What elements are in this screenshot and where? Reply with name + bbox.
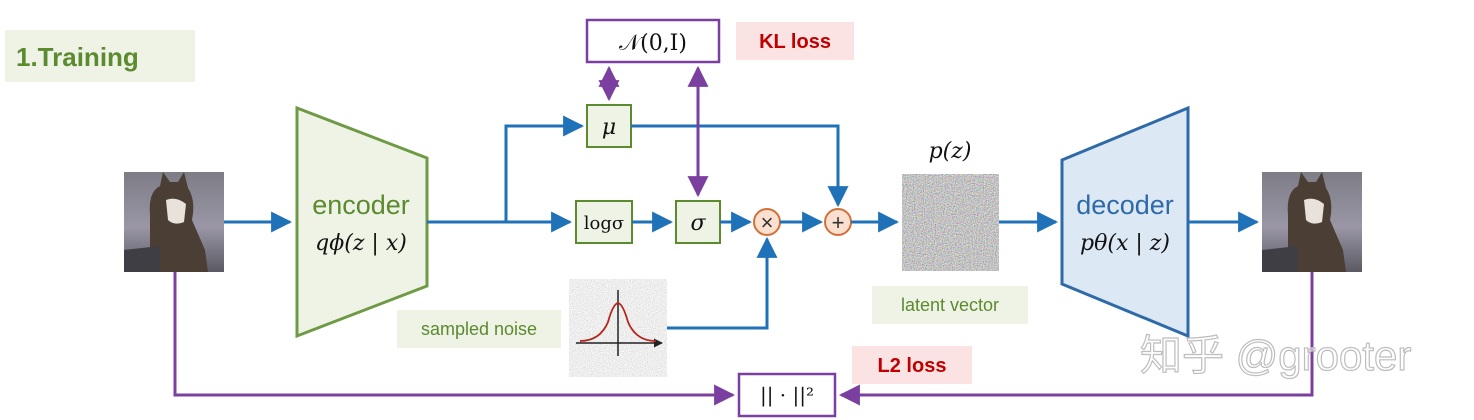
sampled-noise-image — [569, 279, 667, 377]
prior-label: 𝒩(0,I) — [619, 31, 687, 56]
sigma-box — [675, 200, 721, 244]
encoder-label: encoder — [312, 190, 410, 220]
l2-loss-label: L2 loss — [878, 355, 947, 377]
latent-vector-label: latent vector — [901, 295, 999, 315]
kl-loss-box — [736, 22, 854, 60]
mu-box — [586, 104, 632, 148]
prior-box — [585, 18, 721, 64]
decoder-block — [1060, 105, 1190, 339]
loss-flow-arrows — [173, 65, 1314, 406]
multiply-symbol: × — [761, 210, 774, 235]
input-image — [124, 172, 224, 272]
sampled-noise-box — [397, 310, 561, 348]
output-image — [1262, 172, 1362, 272]
forward-flow-arrows — [224, 115, 1260, 330]
l2-norm-box — [737, 372, 837, 418]
arrow-mu-to-add — [631, 124, 849, 208]
title-text: 1.Training — [16, 42, 139, 72]
encoder-block — [295, 105, 429, 339]
latent-noise-image — [902, 174, 999, 271]
arrow-output-to-l2 — [838, 272, 1314, 406]
latent-vector-box — [872, 286, 1028, 324]
l2-loss-box — [852, 346, 972, 384]
arrow-encoder-to-mu — [504, 115, 585, 222]
logsigma-box — [575, 200, 633, 244]
kl-loss-label: KL loss — [759, 31, 831, 53]
decoder-formula: pθ(x | z) — [1080, 231, 1170, 256]
sigma-label: σ — [690, 211, 706, 236]
logsigma-label: logσ — [584, 213, 624, 234]
decoder-label: decoder — [1076, 190, 1174, 220]
arrow-input-to-l2 — [173, 272, 736, 406]
title-box — [5, 30, 195, 82]
pz-label: p(z) — [929, 139, 972, 164]
gaussian-curve — [579, 302, 657, 342]
arrow-noise-to-multiply — [667, 236, 778, 330]
l2-norm-label: || · ||² — [760, 383, 814, 408]
add-symbol: + — [832, 210, 845, 235]
sampled-noise-label: sampled noise — [421, 319, 537, 339]
encoder-formula: qϕ(z | x) — [315, 231, 407, 256]
mu-label: μ — [602, 115, 616, 140]
watermark-text: 知乎 @grooter — [1140, 332, 1411, 379]
